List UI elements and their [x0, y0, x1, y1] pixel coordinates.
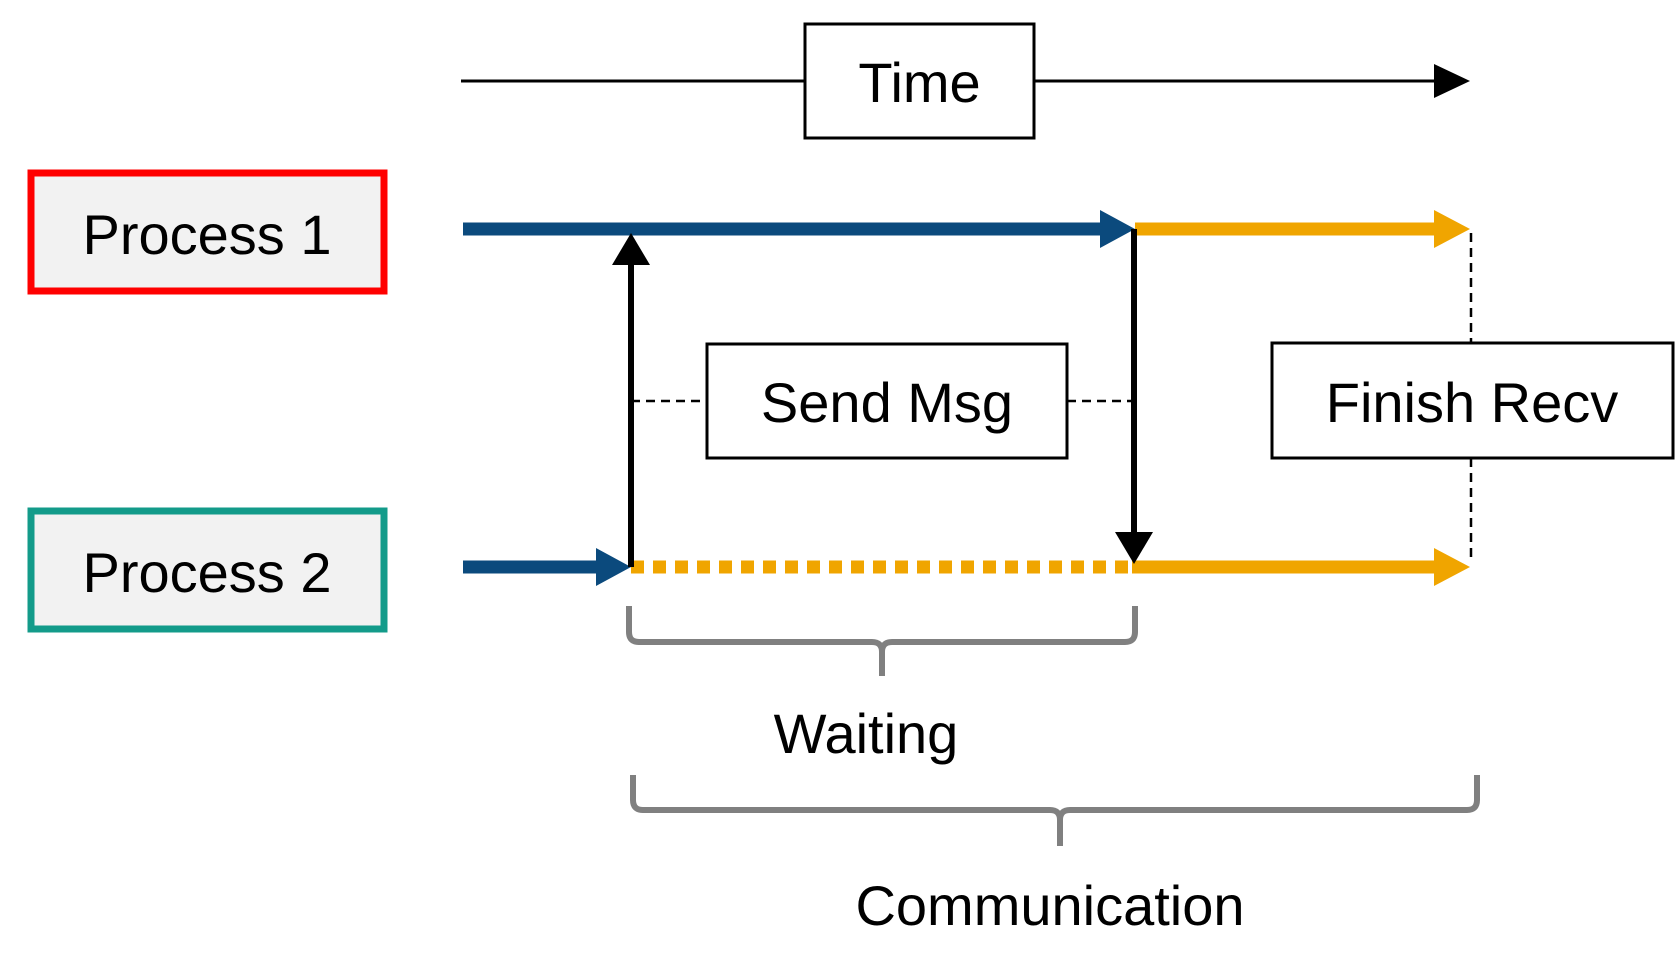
waiting-label: Waiting [774, 702, 959, 765]
finish-recv-label: Finish Recv [1326, 371, 1619, 434]
send-msg-callout: Send Msg [631, 342, 1134, 460]
process-1-box: Process 1 [27, 169, 388, 295]
process-2-box: Process 2 [27, 507, 388, 633]
process-1-compute-arrowhead [1100, 210, 1135, 248]
message-arrow-down-head [1115, 532, 1153, 564]
process-1-timeline [463, 210, 1470, 248]
send-msg-box [705, 342, 1069, 460]
process-1-label: Process 1 [83, 203, 332, 266]
communication-label: Communication [855, 874, 1244, 937]
message-arrow-up [612, 233, 650, 567]
send-msg-label: Send Msg [761, 371, 1013, 434]
process-2-communication-arrowhead [1434, 548, 1470, 586]
waiting-brace-shape [626, 606, 1138, 676]
process-1-communication-arrowhead [1434, 210, 1470, 248]
message-arrow-down [1115, 229, 1153, 564]
process-1-rect [27, 169, 388, 295]
time-box [803, 22, 1036, 140]
process-2-timeline [463, 548, 1470, 586]
process-2-compute-arrowhead [596, 548, 631, 586]
time-axis: Time [461, 22, 1470, 140]
process-2-label: Process 2 [83, 541, 332, 604]
message-arrow-up-head [612, 233, 650, 265]
finish-recv-box [1270, 341, 1675, 460]
finish-recv-callout: Finish Recv [1270, 233, 1675, 563]
communication-brace: Communication [630, 775, 1480, 937]
time-axis-arrowhead [1434, 64, 1470, 98]
communication-brace-shape [630, 775, 1480, 846]
waiting-brace: Waiting [626, 606, 1138, 765]
time-label: Time [858, 51, 980, 114]
process-2-rect [27, 507, 388, 633]
